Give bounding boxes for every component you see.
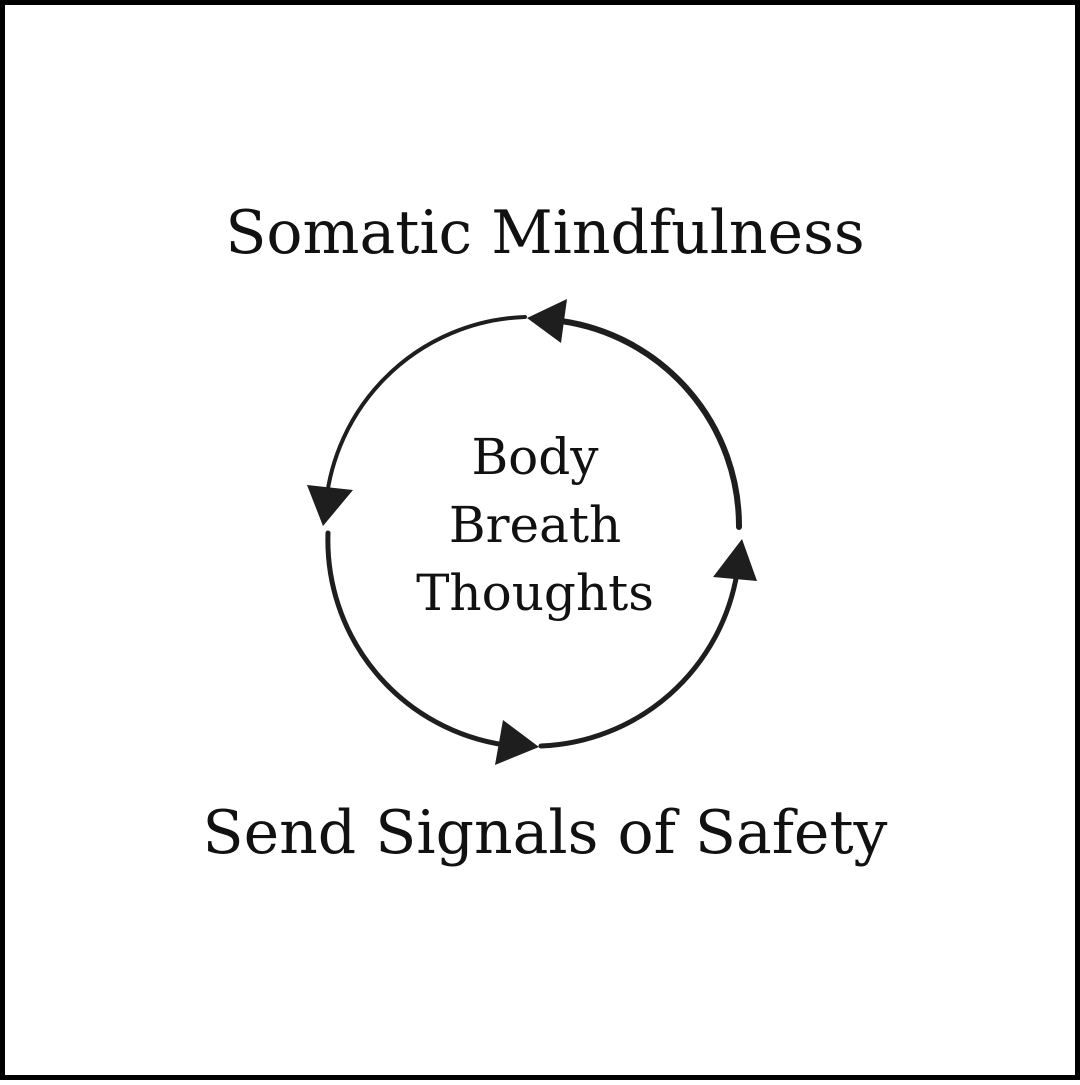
center-word-breath: Breath <box>448 496 622 554</box>
bottom-label: Send Signals of Safety <box>202 798 888 868</box>
cycle-arrowhead-2 <box>495 720 539 765</box>
top-label: Somatic Mindfulness <box>225 198 865 268</box>
cycle-arc-4 <box>558 318 743 530</box>
cycle-arc-3 <box>538 570 740 749</box>
cycle-arrowhead-1 <box>307 485 353 526</box>
center-word-thoughts: Thoughts <box>416 564 654 622</box>
cycle-arc-1 <box>323 315 527 522</box>
cycle-diagram <box>307 299 757 765</box>
cycle-arrowhead-3 <box>713 539 757 581</box>
center-words: Body Breath Thoughts <box>335 423 735 627</box>
cycle-arrowhead-4 <box>527 299 567 343</box>
center-word-body: Body <box>471 428 599 486</box>
cycle-arc-2 <box>325 530 508 748</box>
